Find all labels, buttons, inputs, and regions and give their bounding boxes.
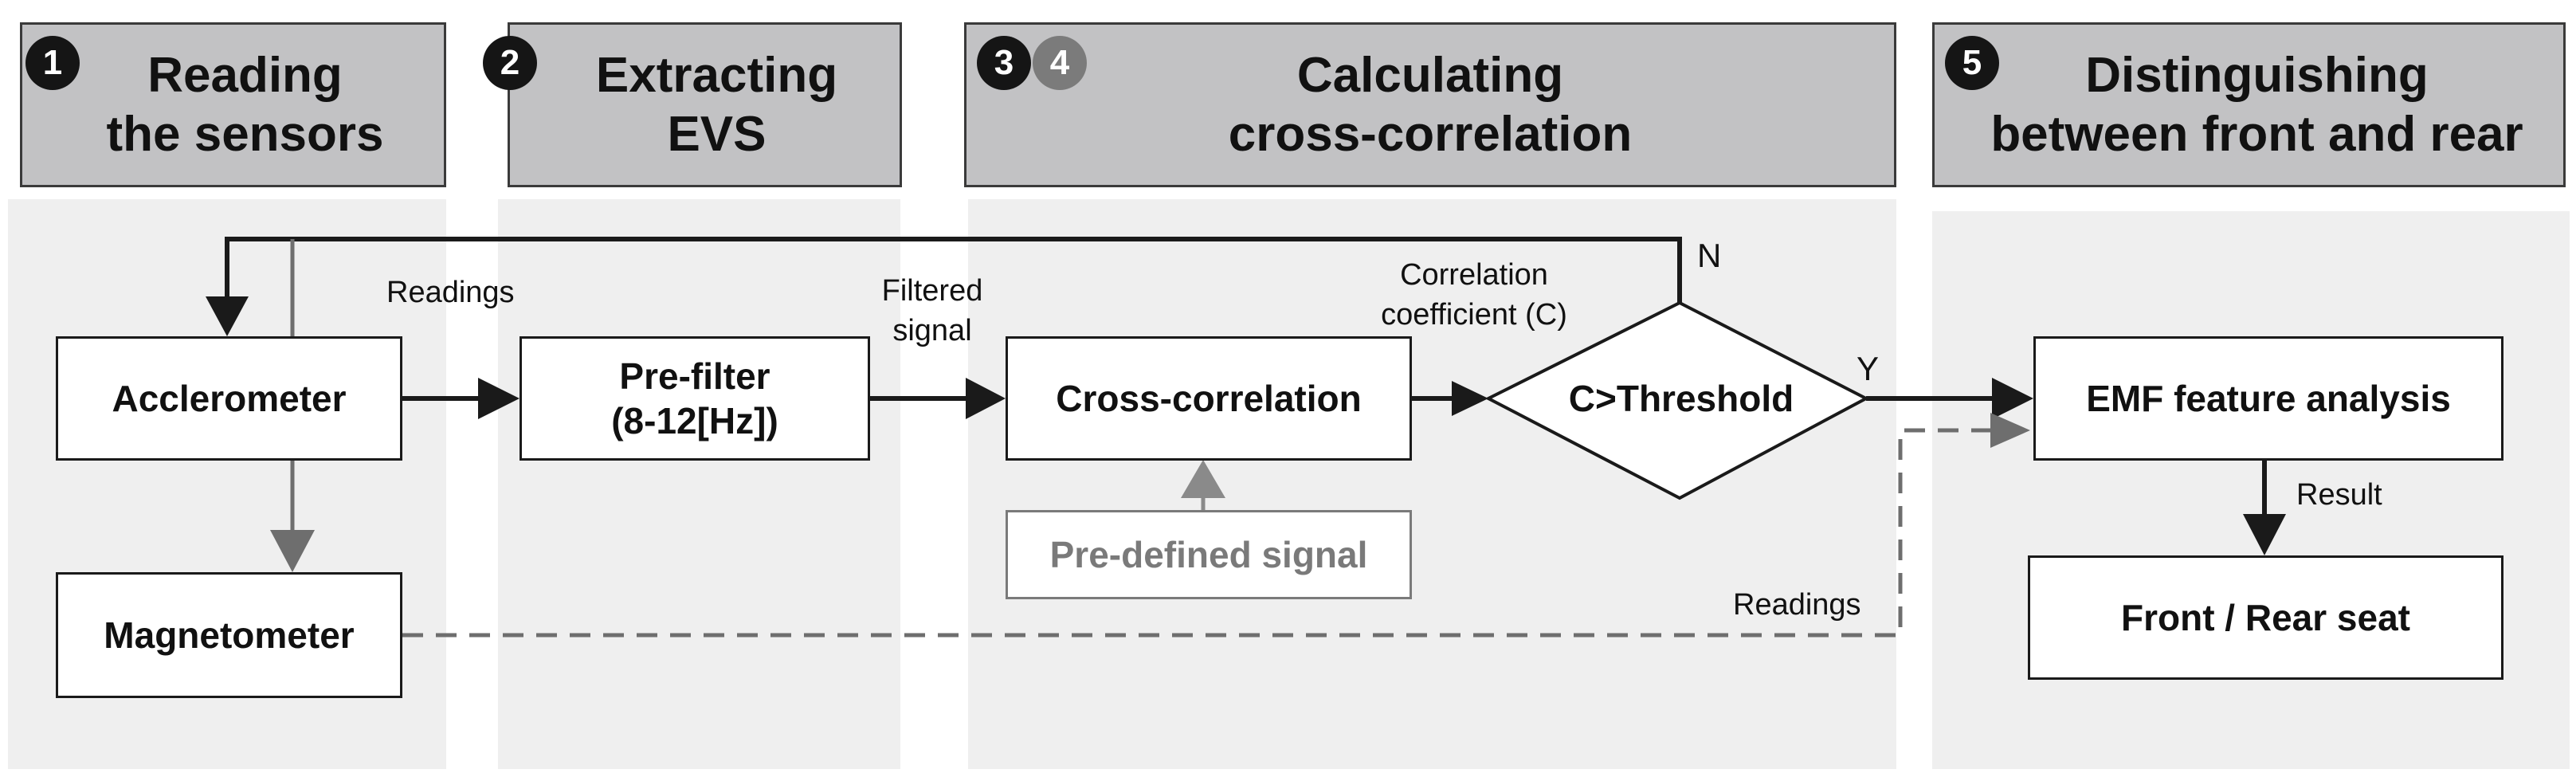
readings-top-label: Readings — [386, 276, 515, 309]
magnet-readings-dashed-line — [402, 428, 1992, 638]
step-badge-3: 3 — [977, 36, 1031, 90]
threshold-label: C>Threshold — [1568, 378, 1794, 419]
filtered-signal-label: Filtered signal — [881, 274, 983, 347]
feedback-loop-line — [225, 237, 1682, 303]
stage-header-distinguishing: Distinguishing between front and rear — [1932, 22, 2566, 187]
magnetometer-node: Magnetometer — [56, 572, 402, 698]
magnet-readings-arrowhead — [1990, 413, 2030, 448]
lane-calculating — [968, 199, 1896, 769]
readings-bottom-label: Readings — [1733, 588, 1861, 622]
cross-correlation-node: Cross-correlation — [1006, 336, 1412, 461]
result-label: Result — [2296, 478, 2382, 512]
predefined-signal-node: Pre-defined signal — [1006, 510, 1412, 599]
step-badge-2: 2 — [483, 36, 537, 90]
step-badge-4: 4 — [1033, 36, 1087, 90]
no-branch-label: N — [1697, 237, 1722, 274]
prefilter-to-xcorr-arrowhead — [966, 378, 1006, 419]
feedback-arrowhead — [206, 296, 249, 336]
step-badge-5: 5 — [1945, 36, 1999, 90]
emf-to-result-arrowhead — [2243, 514, 2286, 555]
prefilter-node: Pre-filter (8-12[Hz]) — [520, 336, 870, 461]
yes-branch-label: Y — [1857, 350, 1880, 387]
stage-header-extracting: Extracting EVS — [508, 22, 902, 187]
front-rear-node: Front / Rear seat — [2028, 555, 2503, 680]
correlation-coefficient-label: Correlation coefficient (C) — [1381, 258, 1567, 332]
accel-to-prefilter-arrowhead — [478, 378, 520, 419]
stage-header-calculating: Calculating cross-correlation — [964, 22, 1896, 187]
predefined-to-xcorr-arrowhead — [1181, 460, 1225, 498]
xcorr-to-threshold-arrowhead — [1452, 381, 1488, 416]
threshold-to-emf-arrowhead — [1992, 378, 2033, 419]
accelerometer-node: Acclerometer — [56, 336, 402, 461]
stage-header-reading: Reading the sensors — [20, 22, 446, 187]
accel-to-magnet-arrowhead — [270, 530, 315, 572]
lane-extracting — [498, 199, 900, 769]
step-badge-1: 1 — [25, 36, 80, 90]
emf-analysis-node: EMF feature analysis — [2033, 336, 2503, 461]
